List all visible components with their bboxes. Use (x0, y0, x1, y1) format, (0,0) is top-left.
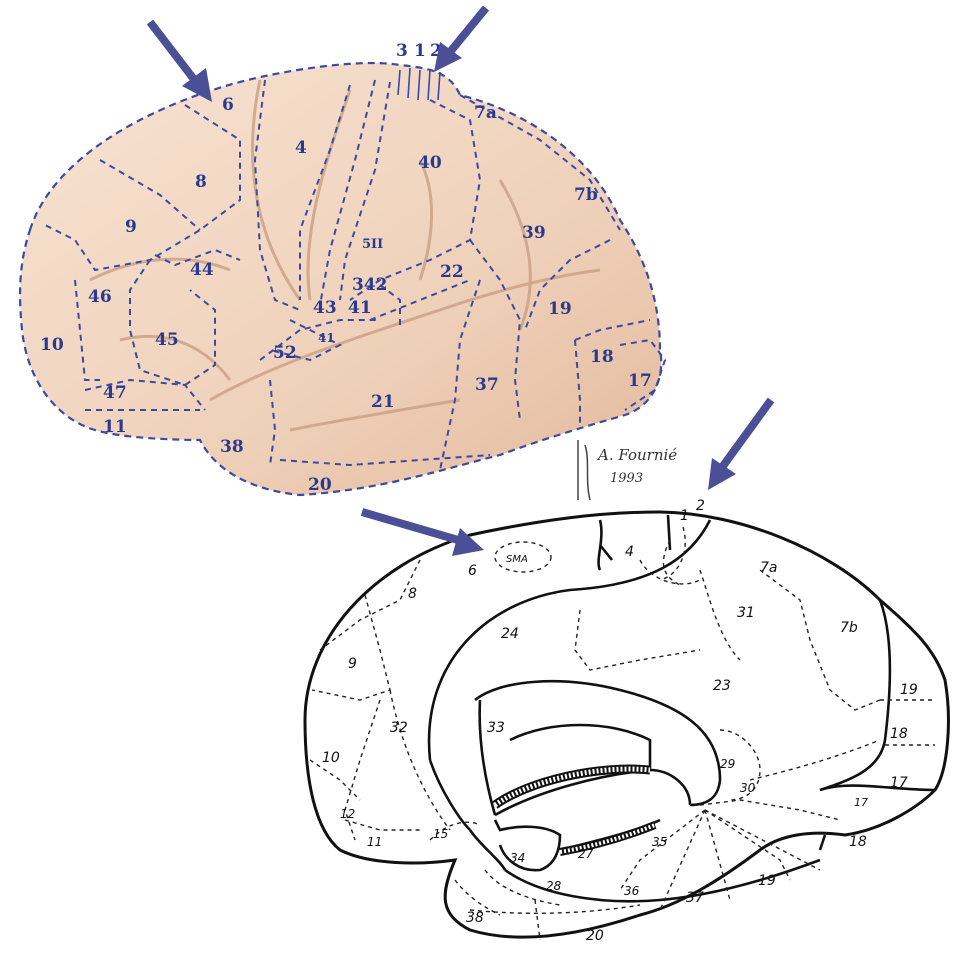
lateral-label-4: 4 (295, 138, 307, 158)
lateral-label-18: 18 (590, 347, 614, 367)
medial-label-4: 4 (625, 544, 634, 560)
medial-label-33: 33 (487, 720, 505, 736)
lateral-label-7b: 7b (574, 185, 598, 205)
medial-label-36: 36 (624, 884, 640, 898)
medial-label-17-inner: 17 (854, 796, 868, 809)
lateral-label-17: 17 (628, 371, 652, 391)
medial-label-10: 10 (322, 750, 340, 766)
medial-label-24: 24 (501, 626, 519, 642)
medial-label-1: 1 (680, 508, 689, 524)
lateral-label-9: 9 (125, 217, 137, 237)
medial-label-20: 20 (586, 928, 604, 944)
lateral-label-11: 11 (103, 417, 127, 437)
medial-label-38: 38 (466, 910, 484, 926)
lateral-label-44: 44 (190, 260, 214, 280)
lateral-label-342: 342 (352, 275, 388, 295)
lateral-label-52: 52 (273, 343, 297, 363)
lateral-label-7a: 7a (474, 103, 497, 123)
medial-label-27: 27 (578, 847, 594, 861)
lateral-label-8: 8 (195, 172, 207, 192)
lateral-brain: 3 1 2 6 7a 4 8 40 7b 9 5II 39 44 22 46 3… (20, 41, 665, 495)
signature-name: A. Fournié (596, 446, 677, 464)
medial-label-7a: 7a (760, 560, 778, 576)
lateral-label-43: 43 (313, 298, 337, 318)
medial-label-6: 6 (468, 563, 477, 579)
medial-brain: 1 2 SMA 6 4 7a 8 31 7b 24 9 23 19 32 33 … (305, 498, 948, 944)
lateral-label-39: 39 (522, 223, 546, 243)
medial-label-37: 37 (686, 890, 704, 906)
medial-label-2: 2 (696, 498, 705, 514)
signature-year: 1993 (610, 471, 643, 486)
arrow-area-2-lateral (434, 8, 486, 72)
lateral-label-45: 45 (155, 330, 179, 350)
medial-label-31: 31 (737, 605, 755, 621)
lateral-label-19: 19 (548, 299, 572, 319)
medial-label-sma: SMA (506, 554, 528, 565)
lateral-label-10: 10 (40, 335, 64, 355)
lateral-label-41: 41 (348, 298, 372, 318)
medial-label-12: 12 (340, 807, 355, 821)
medial-label-35: 35 (652, 835, 667, 849)
medial-label-18-top: 18 (890, 726, 908, 742)
arrow-sma-medial (362, 512, 484, 556)
lateral-label-37: 37 (475, 375, 499, 395)
medial-label-11: 11 (367, 835, 382, 849)
medial-label-17-right: 17 (890, 775, 908, 791)
lateral-label-3: 3 (396, 41, 408, 61)
artist-signature: A. Fournié 1993 (578, 440, 677, 500)
arrow-area-2-medial (708, 400, 771, 490)
lateral-label-46: 46 (88, 287, 112, 307)
lateral-label-22: 22 (440, 262, 464, 282)
lateral-label-47: 47 (103, 383, 127, 403)
lateral-label-1: 1 (414, 41, 426, 61)
medial-label-8: 8 (408, 586, 417, 602)
medial-label-32: 32 (390, 720, 408, 736)
lateral-label-6: 6 (222, 95, 234, 115)
medial-label-34: 34 (510, 851, 525, 865)
lateral-label-5ii: 5II (362, 237, 383, 252)
medial-label-19-top: 19 (900, 682, 918, 698)
arrow-area-6-lateral (150, 22, 212, 102)
medial-label-29: 29 (720, 757, 735, 771)
medial-label-19-lower: 19 (758, 873, 776, 889)
lateral-label-20: 20 (308, 475, 332, 495)
medial-label-28: 28 (546, 879, 562, 893)
medial-label-9: 9 (348, 656, 357, 672)
medial-label-15: 15 (433, 827, 448, 841)
medial-label-30: 30 (740, 781, 756, 795)
lateral-label-21: 21 (371, 392, 395, 412)
lateral-label-38: 38 (220, 437, 244, 457)
medial-label-7b: 7b (840, 620, 858, 636)
medial-label-23: 23 (713, 678, 731, 694)
lateral-label-40: 40 (418, 153, 442, 173)
medial-label-18-lower: 18 (849, 834, 867, 850)
lateral-label-41b: 41 (318, 331, 335, 345)
